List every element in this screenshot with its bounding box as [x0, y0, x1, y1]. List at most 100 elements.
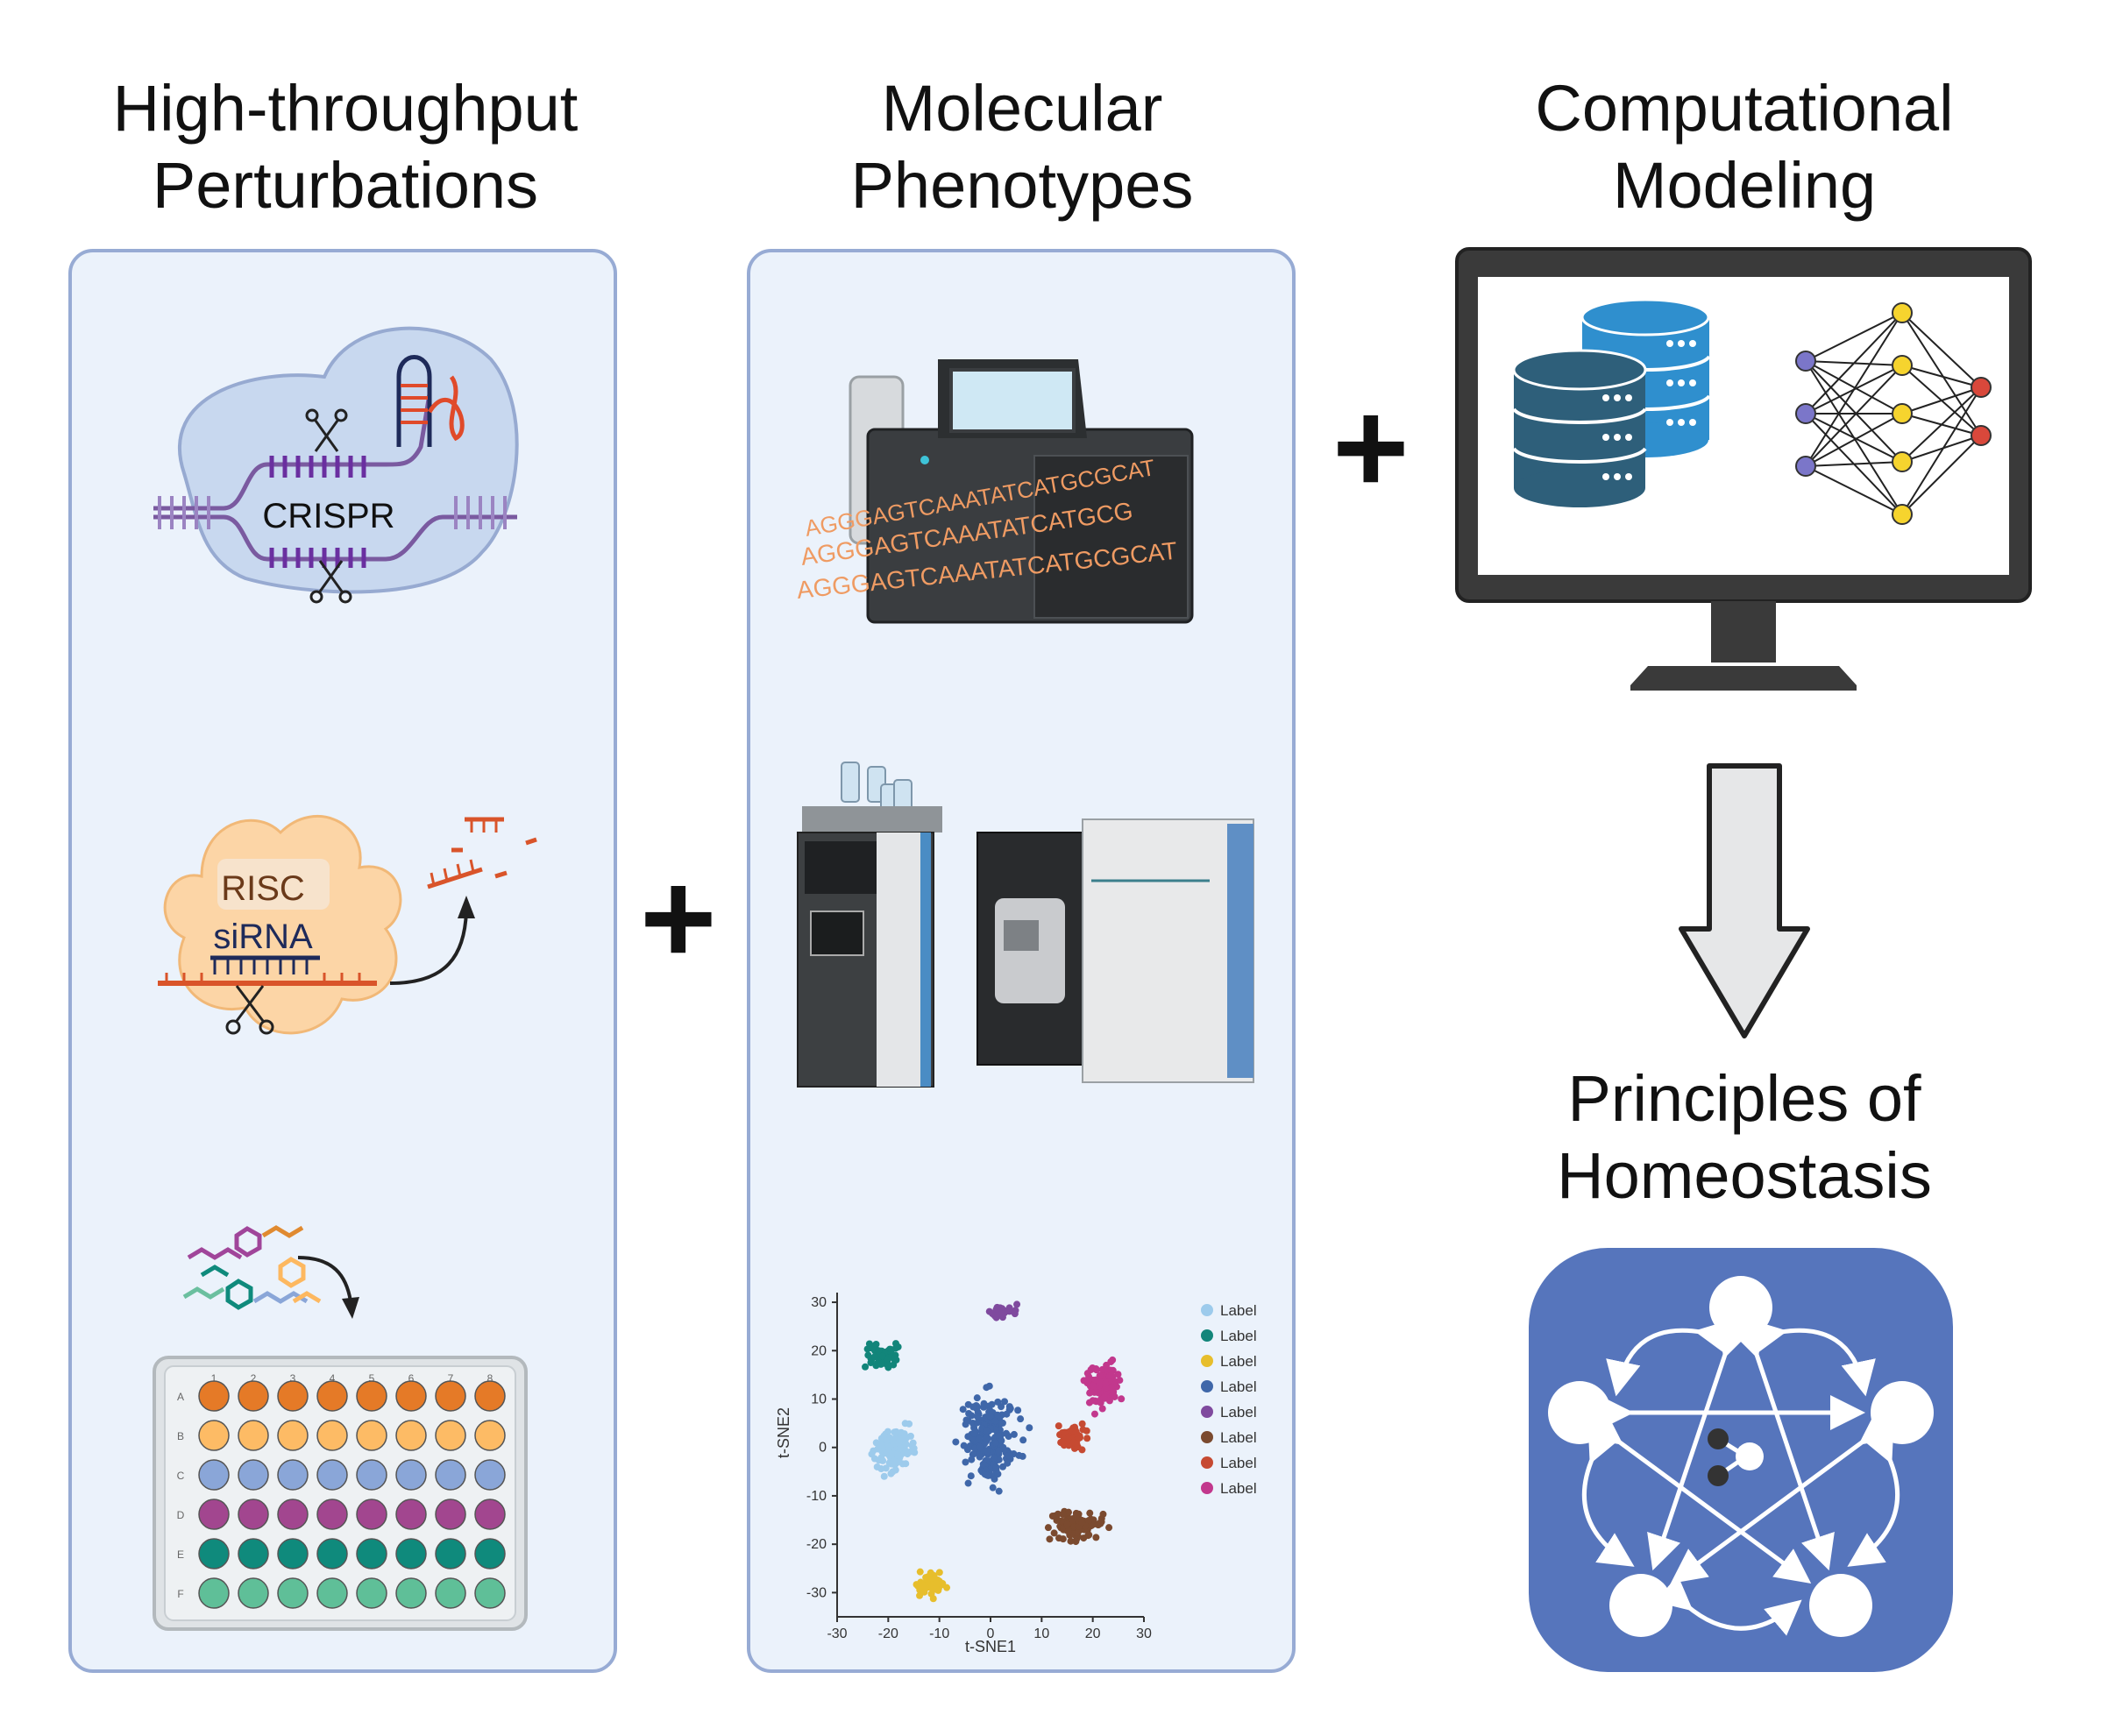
tsne-point — [1078, 1519, 1086, 1527]
crispr-illustration: CRISPR — [153, 326, 519, 604]
cleavage-arrow — [389, 911, 468, 985]
neural-net-edge — [1901, 435, 1982, 463]
tsne-point — [864, 1351, 872, 1359]
plate-well — [435, 1499, 466, 1530]
plate-well — [435, 1577, 466, 1609]
tsne-point — [863, 1345, 871, 1353]
tsne-point — [1090, 1410, 1098, 1418]
tsne-y-tick-label: 0 — [819, 1441, 827, 1456]
plate-well — [435, 1380, 466, 1412]
tsne-legend-label: Label — [1220, 1404, 1257, 1421]
tsne-point — [1013, 1300, 1021, 1308]
tsne-point — [895, 1457, 903, 1465]
tsne-legend-marker — [1201, 1431, 1213, 1443]
tsne-point — [962, 1416, 970, 1424]
tsne-y-tick-label: 10 — [811, 1392, 827, 1407]
plate-well — [316, 1538, 348, 1569]
tsne-point — [1019, 1436, 1027, 1444]
tsne-point — [1065, 1508, 1073, 1516]
tsne-point — [1010, 1430, 1018, 1438]
neural-net-node — [1892, 355, 1913, 376]
mass-spec-illustration — [797, 762, 1254, 1088]
tsne-point — [974, 1419, 982, 1427]
neural-net-node — [1892, 403, 1913, 424]
plate-row-label: E — [177, 1548, 184, 1561]
tsne-legend-marker — [1201, 1456, 1213, 1469]
plate-well — [395, 1499, 427, 1530]
tsne-point — [1092, 1534, 1100, 1541]
plate-column-label: 5 — [369, 1372, 375, 1385]
tsne-point — [1072, 1513, 1080, 1521]
plate-well — [238, 1499, 269, 1530]
plate-well — [277, 1499, 309, 1530]
tsne-legend-marker — [1201, 1355, 1213, 1367]
plate-column-label: 2 — [251, 1372, 257, 1385]
network-node — [1548, 1381, 1611, 1444]
tsne-point — [970, 1430, 978, 1438]
plate-row-label: C — [177, 1470, 185, 1482]
tsne-point — [891, 1466, 899, 1474]
tsne-legend-label: Label — [1220, 1455, 1257, 1471]
plate-well — [474, 1577, 506, 1609]
neural-net-edge — [1805, 413, 1903, 463]
tsne-point — [994, 1398, 1002, 1406]
tsne-point — [1075, 1434, 1083, 1442]
tsne-point — [1084, 1517, 1092, 1525]
tsne-point — [1097, 1519, 1104, 1527]
scissors-icon-bottom — [309, 560, 352, 604]
outcome-title-line1: Principles of — [1567, 1062, 1921, 1135]
tsne-legend-label: Label — [1220, 1302, 1257, 1319]
dispense-arrow — [297, 1256, 352, 1302]
tsne-point — [992, 1305, 1000, 1313]
tsne-point — [1103, 1361, 1111, 1369]
network-edge — [1655, 1575, 1802, 1636]
neural-net-edge — [1805, 312, 1903, 362]
tsne-point — [884, 1361, 892, 1369]
plate-well — [356, 1577, 387, 1609]
tsne-x-tick-label: 0 — [987, 1626, 995, 1641]
tsne-point — [1086, 1509, 1094, 1517]
computer-monitor — [1455, 247, 2032, 691]
tsne-point — [1059, 1535, 1067, 1543]
central-molecule-icon — [1708, 1428, 1764, 1486]
tsne-point — [1048, 1513, 1056, 1520]
tsne-point — [964, 1479, 972, 1487]
tsne-y-tick-label: -30 — [806, 1585, 827, 1600]
plate-well — [198, 1538, 230, 1569]
scissors-icon-top — [305, 408, 348, 452]
plate-column-label: 6 — [408, 1372, 415, 1385]
plate-well — [395, 1459, 427, 1491]
neural-net-node — [1892, 504, 1913, 525]
neural-net-edge — [1901, 435, 1982, 515]
plate-column-label: 4 — [330, 1372, 336, 1385]
tsne-point — [998, 1437, 1005, 1445]
tsne-point — [902, 1460, 910, 1468]
tsne-point — [991, 1475, 998, 1483]
homeostasis-network-icon — [1529, 1248, 1953, 1672]
plate-well — [277, 1538, 309, 1569]
tsne-point — [975, 1435, 983, 1443]
neural-net-node — [1795, 403, 1816, 424]
plate-well — [474, 1499, 506, 1530]
plate-well — [356, 1499, 387, 1530]
tsne-point — [884, 1428, 891, 1435]
tsne-point — [959, 1406, 967, 1414]
plate-well — [198, 1420, 230, 1451]
tsne-point — [927, 1590, 935, 1598]
tsne-point — [1110, 1388, 1118, 1396]
tsne-point — [1044, 1524, 1052, 1532]
tsne-point — [1011, 1310, 1019, 1318]
plate-well — [474, 1538, 506, 1569]
tsne-point — [976, 1443, 984, 1451]
tsne-point — [989, 1310, 997, 1318]
neural-network-icon — [1795, 302, 1992, 525]
tsne-point — [980, 1399, 988, 1407]
tsne-point — [991, 1439, 999, 1447]
perturbations-title-line2: Perturbations — [152, 149, 539, 222]
plate-row-label: D — [177, 1509, 185, 1521]
tsne-point — [887, 1346, 895, 1354]
tsne-point — [969, 1435, 976, 1443]
tsne-point — [935, 1569, 943, 1577]
plate-well — [238, 1420, 269, 1451]
